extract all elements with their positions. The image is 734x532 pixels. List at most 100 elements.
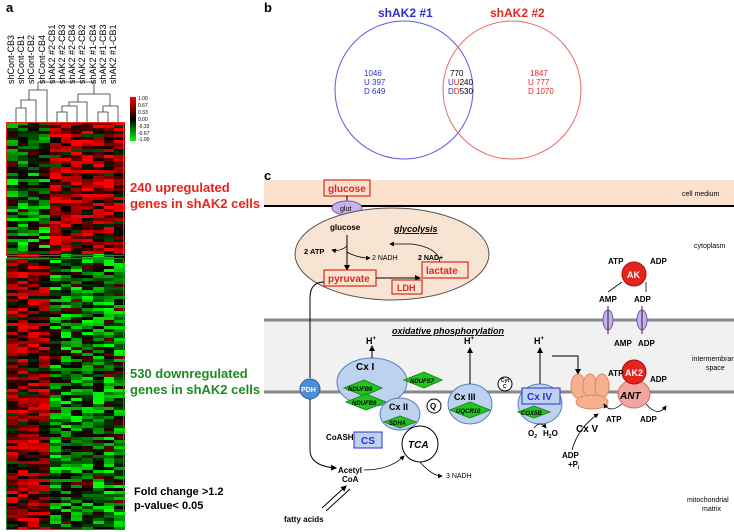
cx5-label: Cx V xyxy=(576,424,599,435)
heatmap-cell xyxy=(28,266,40,269)
heatmap-cell xyxy=(17,461,29,464)
heatmap-cell xyxy=(39,329,51,332)
heatmap-cell xyxy=(92,368,105,371)
heatmap-cell xyxy=(92,221,105,224)
heatmap-cell xyxy=(60,173,72,176)
heatmap-cell xyxy=(92,407,105,410)
heatmap-cell xyxy=(60,449,72,452)
heatmap-cell xyxy=(49,290,62,293)
heatmap-cell xyxy=(92,188,105,191)
heatmap-cell xyxy=(92,509,105,512)
cx2-label: Cx II xyxy=(389,402,408,412)
heatmap-cell xyxy=(71,239,83,242)
heatmap-cell xyxy=(49,272,62,275)
heatmap-cell xyxy=(114,500,125,503)
heatmap-cell xyxy=(60,260,72,263)
heatmap-cell xyxy=(82,503,94,506)
heatmap-cell xyxy=(7,146,19,149)
heatmap-cell xyxy=(39,416,51,419)
venn-right-u: U 777 xyxy=(528,78,550,87)
heatmap-cell xyxy=(60,152,72,155)
heatmap-cell xyxy=(7,152,19,155)
ak-enzyme xyxy=(621,261,647,287)
heatmap-cell xyxy=(39,296,51,299)
heatmap-cell xyxy=(49,197,62,200)
heatmap-cell xyxy=(71,170,83,173)
heatmap-cell xyxy=(92,233,105,236)
venn-left-d: D 649 xyxy=(364,87,386,96)
heatmap-cell xyxy=(17,482,29,485)
heatmap-cell xyxy=(71,434,83,437)
heatmap-cell xyxy=(60,209,72,212)
ant-export-arrow xyxy=(603,403,623,410)
heatmap-cell xyxy=(7,191,19,194)
heatmap-cell xyxy=(103,230,115,233)
fatty-acid-arrow-1 xyxy=(321,485,347,509)
heatmap-cell xyxy=(114,251,125,254)
heatmap-cell xyxy=(114,503,125,506)
heatmap-cell xyxy=(71,329,83,332)
heatmap-cell xyxy=(28,317,40,320)
fatty-acids-label: fatty acids xyxy=(284,515,324,524)
heatmap-cell xyxy=(49,437,62,440)
heatmap-cell xyxy=(17,275,29,278)
heatmap-cell xyxy=(7,371,19,374)
heatmap-cell xyxy=(17,362,29,365)
heatmap-cell xyxy=(71,275,83,278)
heatmap-cell xyxy=(103,359,115,362)
heatmap-cell xyxy=(49,164,62,167)
heatmap-cell xyxy=(17,470,29,473)
heatmap-cell xyxy=(71,134,83,137)
heatmap-cell xyxy=(71,272,83,275)
heatmap-cell xyxy=(71,263,83,266)
heatmap-cell xyxy=(92,425,105,428)
heatmap-cell xyxy=(49,332,62,335)
heatmap-cell xyxy=(17,431,29,434)
heatmap-cell xyxy=(60,377,72,380)
heatmap-cell xyxy=(28,431,40,434)
heatmap-cell xyxy=(82,170,94,173)
heatmap-cell xyxy=(103,293,115,296)
heatmap-cell xyxy=(103,242,115,245)
heatmap-cell xyxy=(7,434,19,437)
heatmap-cell xyxy=(71,182,83,185)
heatmap-cell xyxy=(114,434,125,437)
heatmap-cell xyxy=(92,443,105,446)
heatmap-cell xyxy=(103,233,115,236)
heatmap-cell xyxy=(17,176,29,179)
heatmap-cell xyxy=(60,122,72,125)
heatmap-cell xyxy=(17,524,29,527)
heatmap-cell xyxy=(49,446,62,449)
heatmap-cell xyxy=(92,383,105,386)
heatmap-cell xyxy=(39,260,51,263)
heatmap-cell xyxy=(7,149,19,152)
heatmap-cell xyxy=(39,506,51,509)
heatmap-cell xyxy=(92,374,105,377)
ak2-label: AK2 xyxy=(625,368,643,378)
heatmap-cell xyxy=(114,173,125,176)
heatmap-cell xyxy=(92,434,105,437)
heatmap-cell xyxy=(103,215,115,218)
heatmap-cell xyxy=(39,407,51,410)
heatmap-cell xyxy=(49,410,62,413)
heatmap-cell xyxy=(82,131,94,134)
heatmap-cell xyxy=(39,338,51,341)
heatmap-cell xyxy=(103,224,115,227)
heatmap-cell xyxy=(103,131,115,134)
heatmap-cell xyxy=(7,470,19,473)
heatmap-cell xyxy=(92,449,105,452)
heatmap-cell xyxy=(103,389,115,392)
heatmap-cell xyxy=(28,413,40,416)
heatmap-cell xyxy=(114,221,125,224)
heatmap-cell xyxy=(103,134,115,137)
heatmap-cell xyxy=(17,278,29,281)
heatmap-cell xyxy=(28,242,40,245)
heatmap-cell xyxy=(92,413,105,416)
heatmap-cell xyxy=(92,137,105,140)
heatmap-cell xyxy=(92,452,105,455)
cx4-proton-label: H+ xyxy=(534,336,545,346)
heatmap-cell xyxy=(17,374,29,377)
heatmap-cell xyxy=(28,170,40,173)
heatmap-cell xyxy=(114,311,125,314)
